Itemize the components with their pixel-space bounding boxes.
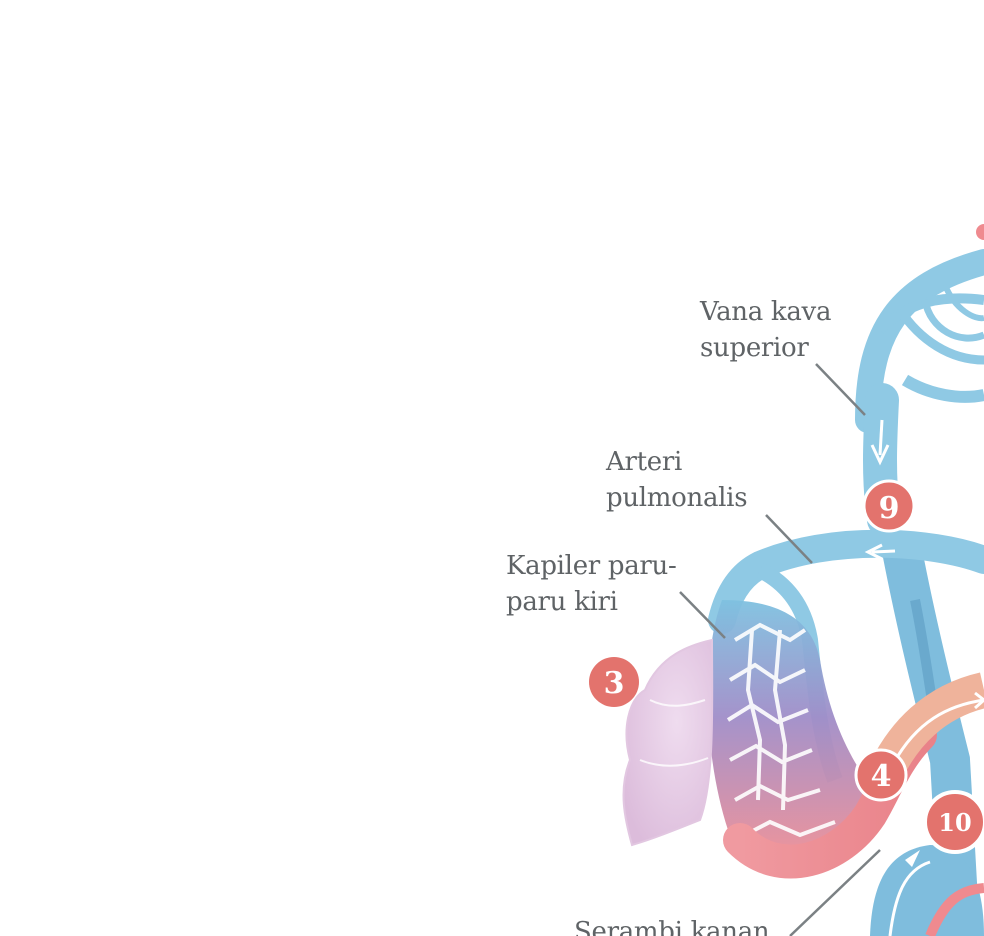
right-atrium-region bbox=[870, 845, 984, 936]
badge-9: 9 bbox=[862, 479, 916, 533]
leader-kapiler bbox=[679, 591, 726, 639]
label-arteri-line1: Arteri bbox=[606, 447, 682, 477]
badge-3: 3 bbox=[589, 657, 639, 707]
svg-text:3: 3 bbox=[604, 666, 625, 701]
label-serambi-text: Serambi kanan bbox=[574, 917, 770, 936]
leader-vena-kava bbox=[815, 363, 866, 416]
label-vena-kava-superior: Vana kava superior bbox=[700, 294, 831, 366]
badge-4: 4 bbox=[854, 748, 908, 802]
leader-arteri bbox=[765, 514, 813, 564]
upper-vein-network bbox=[855, 224, 984, 433]
badge-10: 10 bbox=[923, 790, 984, 854]
label-serambi-kanan: Serambi kanan bbox=[574, 914, 770, 936]
label-arteri-line2: pulmonalis bbox=[606, 483, 748, 513]
label-vena-kava-line2: superior bbox=[700, 333, 809, 363]
svg-text:9: 9 bbox=[879, 491, 900, 526]
left-lung-shape bbox=[622, 638, 714, 847]
leader-serambi bbox=[789, 849, 881, 936]
label-vena-kava-line1: Vana kava bbox=[700, 297, 832, 327]
leader-lines bbox=[679, 363, 881, 936]
label-kapiler-paru: Kapiler paru- paru kiri bbox=[506, 548, 677, 620]
svg-text:4: 4 bbox=[871, 759, 892, 794]
label-kapiler-line1: Kapiler paru- bbox=[506, 551, 677, 581]
svg-text:10: 10 bbox=[938, 808, 971, 837]
label-kapiler-line2: paru kiri bbox=[506, 587, 618, 617]
label-arteri-pulmonalis: Arteri pulmonalis bbox=[606, 444, 748, 516]
